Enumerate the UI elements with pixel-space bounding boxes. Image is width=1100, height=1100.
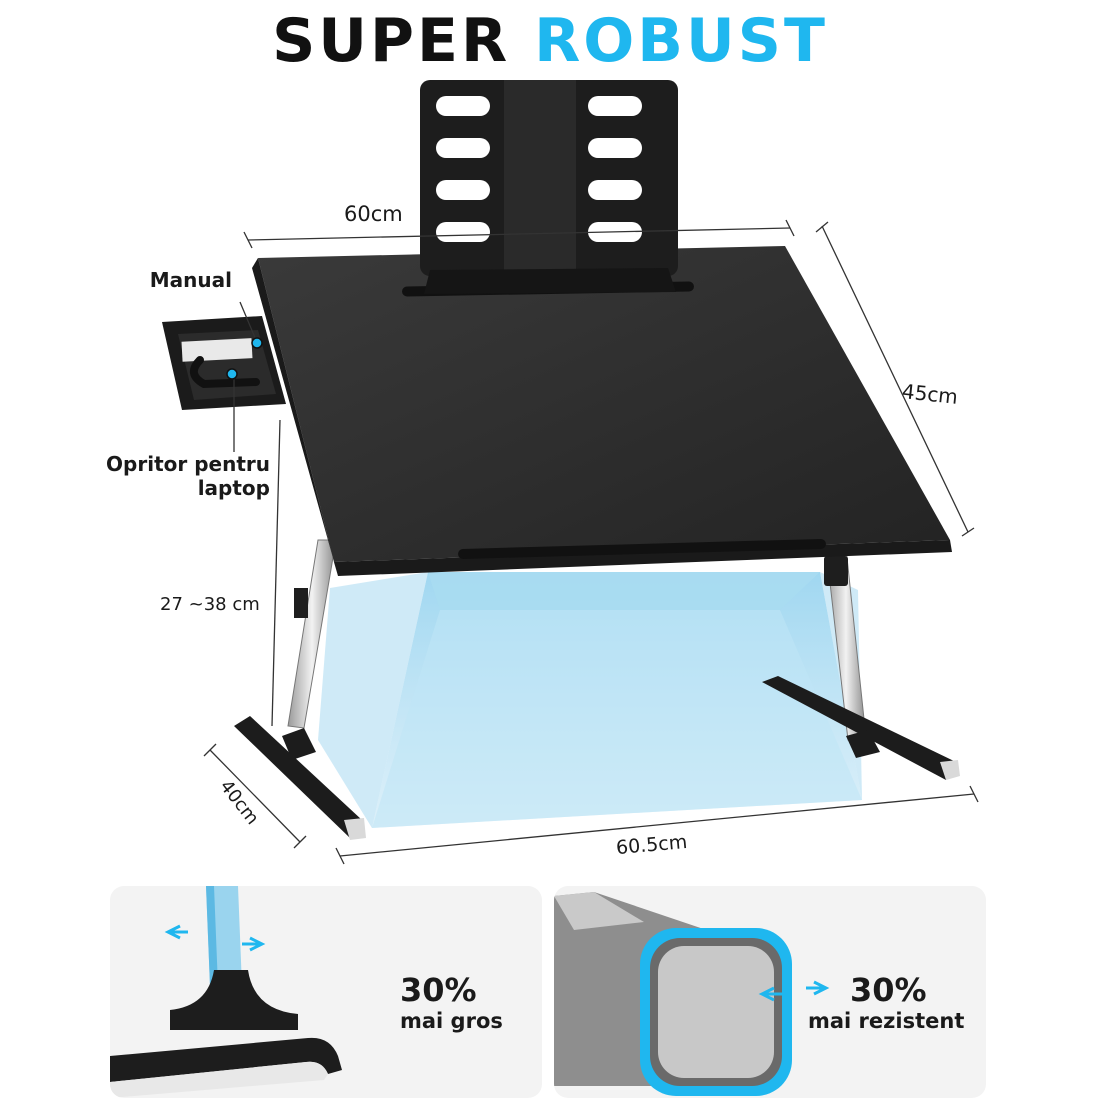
stat-thickness-percent: 30% [400, 971, 477, 1009]
feature-panel-thickness: 30% mai gros [110, 886, 542, 1098]
callout-stopper-line1: Opritor pentru [106, 452, 270, 476]
stat-thickness-caption: mai gros [400, 1009, 503, 1033]
dimension-height: 27 ~38 cm [160, 594, 260, 615]
headline: SUPER ROBUST [0, 6, 1100, 76]
callout-laptop-stopper: Opritor pentru laptop [70, 452, 270, 500]
leg-tube-icon [110, 886, 342, 1098]
manual-pointer-dot [251, 337, 263, 349]
under-table-space-highlight [318, 572, 862, 828]
table-legs [234, 539, 960, 840]
dimension-lines [203, 219, 979, 865]
laptop-table-illustration [162, 80, 979, 865]
dimension-top-width: 60cm [344, 202, 403, 226]
stopper-pointer-dot [226, 368, 238, 380]
stat-strength-caption: mai rezistent [808, 1009, 965, 1033]
stat-strength: 30% mai rezistent [808, 972, 964, 1034]
headline-word-super: SUPER [272, 6, 511, 76]
side-drawer [162, 316, 286, 410]
headline-word-robust: ROBUST [534, 6, 828, 76]
callout-stopper-line2: laptop [197, 476, 270, 500]
table-top [252, 246, 952, 576]
feature-panel-strength: 30% mai rezistent [554, 886, 986, 1098]
book-stand [420, 80, 678, 294]
stat-strength-percent: 30% [850, 971, 927, 1009]
tube-cross-section-icon [554, 892, 830, 1096]
stat-thickness: 30% mai gros [400, 972, 503, 1034]
callout-manual: Manual [149, 268, 232, 292]
